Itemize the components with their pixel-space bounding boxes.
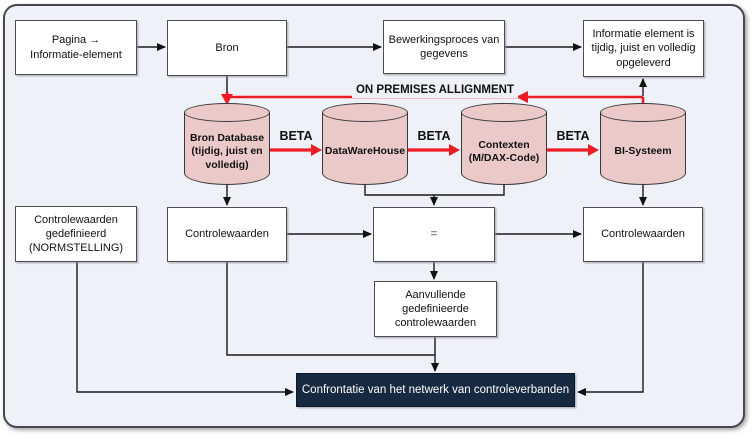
beta-label-3: BETA bbox=[556, 129, 590, 143]
node-informatie-element-opgeleverd: Informatie element is tijdig, juist en v… bbox=[583, 20, 704, 77]
beta-label-2: BETA bbox=[417, 129, 451, 143]
cylinder-body bbox=[322, 112, 408, 185]
node-equals: = bbox=[373, 207, 495, 262]
cylinder-top-ellipse bbox=[600, 103, 686, 122]
node-controlewaarden-bron: Controlewaarden bbox=[167, 207, 287, 262]
cylinder-top-ellipse bbox=[461, 103, 547, 122]
on-premises-alignment-label: ON PREMISES ALLIGNMENT bbox=[352, 83, 518, 98]
node-bron: Bron bbox=[167, 20, 287, 76]
node-aanvullende-controlewaarden: Aanvullende gedefinieerde controlewaarde… bbox=[374, 281, 497, 337]
cylinder-label: Contexten (M/DAX-Code) bbox=[468, 138, 540, 164]
beta-label-1: BETA bbox=[279, 129, 313, 143]
cylinder-top-ellipse bbox=[184, 103, 270, 122]
node-bewerkingsproces: Bewerkingsproces van gegevens bbox=[383, 20, 505, 74]
cylinder-bi-systeem: BI-Systeem bbox=[600, 103, 686, 185]
cylinder-contexten: Contexten (M/DAX-Code) bbox=[461, 103, 547, 185]
node-pagina-informatie-element: Pagina → Informatie-element bbox=[15, 20, 137, 75]
cylinder-body bbox=[600, 112, 686, 185]
node-confrontatie-controleverbanden: Confrontatie van het netwerk van control… bbox=[296, 373, 575, 407]
cylinder-label: Bron Database (tijdig, juist en volledig… bbox=[189, 132, 265, 171]
cylinder-top-ellipse bbox=[322, 103, 408, 122]
node-controlewaarden-bi: Controlewaarden bbox=[583, 207, 703, 262]
cylinder-bron-database: Bron Database (tijdig, juist en volledig… bbox=[184, 103, 270, 185]
cylinder-body bbox=[184, 112, 270, 185]
black-arrows bbox=[76, 43, 647, 396]
cylinder-label: BI-Systeem bbox=[614, 145, 672, 158]
cylinder-datawarehouse: DataWareHouse bbox=[322, 103, 408, 185]
red-arrows bbox=[221, 91, 645, 156]
cylinder-label: DataWareHouse bbox=[324, 145, 406, 158]
cylinder-body bbox=[461, 112, 547, 185]
node-controlewaarden-normstelling: Controlewaarden gedefinieerd (NORMSTELLI… bbox=[15, 206, 137, 262]
